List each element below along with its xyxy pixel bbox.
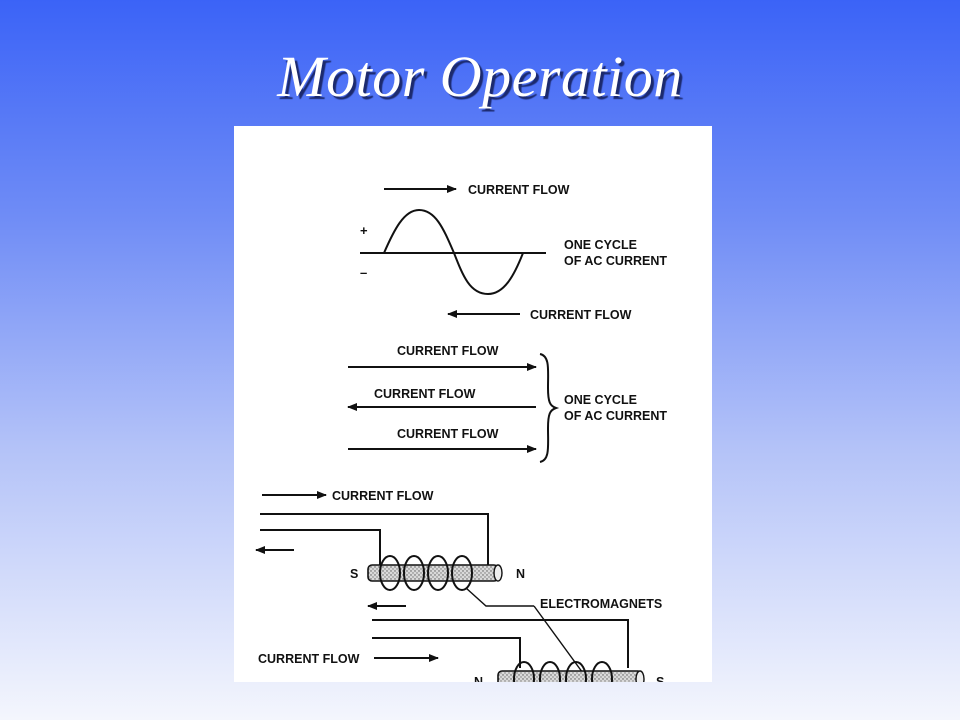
arrows-cycle-label-line1: ONE CYCLE	[564, 393, 637, 407]
lower-electromagnet	[497, 661, 645, 682]
lower-wire-top	[372, 619, 629, 668]
upper-wire-top	[260, 513, 489, 566]
lower-leader-line	[533, 605, 589, 681]
lower-wire-inner	[372, 637, 521, 668]
arrows-section: CURRENT FLOW CURRENT FLOW CURRENT FLOW O…	[347, 344, 667, 463]
sine-wave-section: CURRENT FLOW + – ONE CYCLE OF AC CURRENT…	[360, 183, 667, 322]
lower-pole-s: S	[656, 675, 664, 682]
upper-pole-s: S	[350, 567, 358, 581]
arrow-label-1: CURRENT FLOW	[397, 344, 499, 358]
sine-cycle-label-line1: ONE CYCLE	[564, 238, 637, 252]
slide-title: Motor Operation	[277, 44, 683, 109]
electromagnets-label: ELECTROMAGNETS	[540, 597, 662, 611]
electromagnets-section: CURRENT FLOW S N ELECTROMAGNETS	[255, 489, 664, 682]
sine-top-label: CURRENT FLOW	[468, 183, 570, 197]
arrows-cycle-label-line2: OF AC CURRENT	[564, 409, 667, 423]
ac-sine-wave	[383, 208, 524, 296]
upper-wire-inner	[260, 529, 381, 566]
arrow-label-3: CURRENT FLOW	[397, 427, 499, 441]
magnet-bottom-label: CURRENT FLOW	[258, 652, 360, 666]
cycle-brace	[539, 353, 560, 463]
motor-operation-figure: CURRENT FLOW + – ONE CYCLE OF AC CURRENT…	[234, 126, 712, 682]
upper-leader-line	[465, 587, 534, 607]
arrow-label-2: CURRENT FLOW	[374, 387, 476, 401]
diagram-canvas: CURRENT FLOW + – ONE CYCLE OF AC CURRENT…	[255, 183, 667, 682]
magnet-top-label: CURRENT FLOW	[332, 489, 434, 503]
upper-electromagnet	[367, 555, 503, 591]
upper-pole-n: N	[516, 567, 525, 581]
minus-sign: –	[360, 265, 367, 280]
sine-cycle-label-line2: OF AC CURRENT	[564, 254, 667, 268]
sine-bottom-label: CURRENT FLOW	[530, 308, 632, 322]
lower-pole-n: N	[474, 675, 483, 682]
plus-sign: +	[360, 223, 368, 238]
